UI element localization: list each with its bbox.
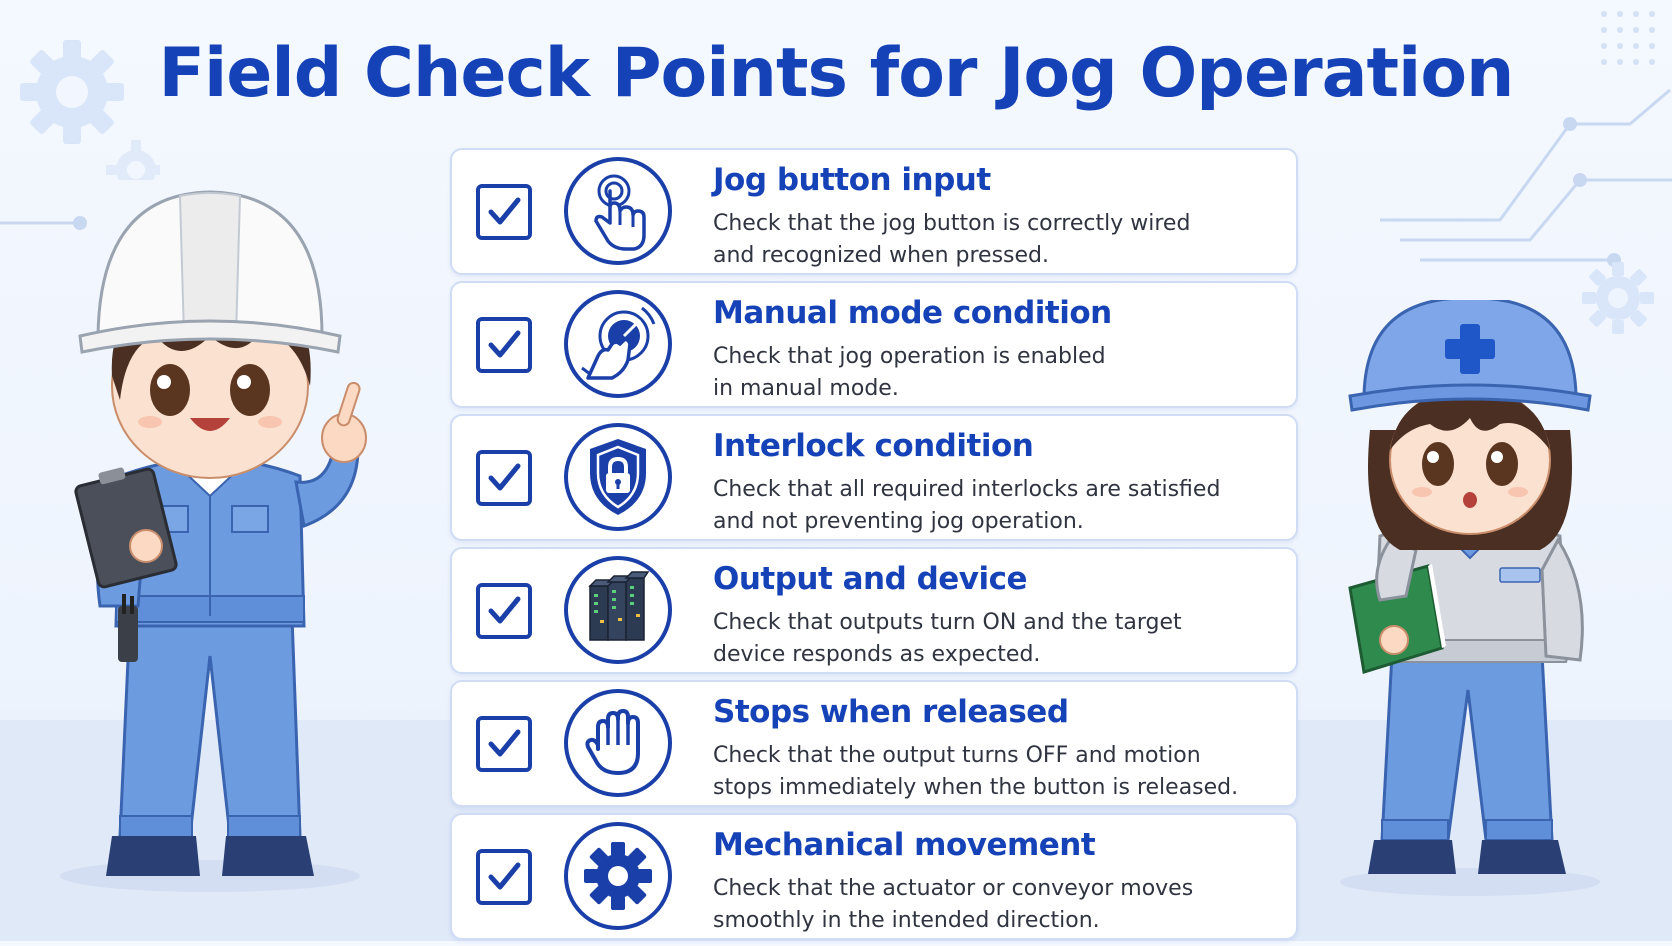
item-description: Check that jog operation is enabled in m… bbox=[713, 341, 1273, 405]
background-gear-right-icon bbox=[1582, 262, 1654, 334]
item-description-line: Check that the output turns OFF and moti… bbox=[713, 743, 1201, 768]
item-description: Check that the jog button is correctly w… bbox=[713, 208, 1273, 272]
item-description-line: Check that the actuator or conveyor move… bbox=[713, 876, 1194, 901]
gear-icon bbox=[564, 822, 672, 930]
item-title: Stops when released bbox=[713, 694, 1069, 730]
item-description-line: device responds as expected. bbox=[713, 642, 1041, 667]
item-description-line: and recognized when pressed. bbox=[713, 243, 1049, 268]
checkbox-checked-icon[interactable] bbox=[476, 849, 532, 905]
item-description-line: Check that jog operation is enabled bbox=[713, 344, 1106, 369]
female-worker-illustration bbox=[1340, 300, 1600, 896]
item-description-line: in manual mode. bbox=[713, 376, 899, 401]
item-description-line: stops immediately when the button is rel… bbox=[713, 775, 1239, 800]
check-item-interlock-condition: Interlock condition Check that all requi… bbox=[450, 414, 1298, 541]
finger-press-icon bbox=[564, 157, 672, 265]
check-item-output-and-device: Output and device Check that outputs tur… bbox=[450, 547, 1298, 674]
page-title: Field Check Points for Jog Operation bbox=[158, 34, 1515, 113]
background-gear-icon bbox=[20, 40, 160, 180]
checklist: Jog button input Check that the jog butt… bbox=[450, 148, 1298, 946]
item-description: Check that the actuator or conveyor move… bbox=[713, 873, 1273, 937]
background-circuit-lines-left bbox=[0, 216, 87, 230]
item-title: Manual mode condition bbox=[713, 295, 1112, 331]
item-description-line: Check that all required interlocks are s… bbox=[713, 477, 1221, 502]
hand-turning-dial-icon bbox=[564, 290, 672, 398]
checkbox-checked-icon[interactable] bbox=[476, 583, 532, 639]
checkbox-checked-icon[interactable] bbox=[476, 450, 532, 506]
checkbox-checked-icon[interactable] bbox=[476, 317, 532, 373]
item-description: Check that all required interlocks are s… bbox=[713, 474, 1273, 538]
item-title: Interlock condition bbox=[713, 428, 1034, 464]
item-description: Check that the output turns OFF and moti… bbox=[713, 740, 1273, 804]
io-module-icon bbox=[564, 556, 672, 664]
background-dot-grid bbox=[1601, 11, 1655, 65]
check-item-mechanical-movement: Mechanical movement Check that the actua… bbox=[450, 813, 1298, 940]
stop-hand-icon bbox=[564, 689, 672, 797]
item-title: Mechanical movement bbox=[713, 827, 1096, 863]
shield-lock-icon bbox=[564, 423, 672, 531]
item-description-line: smoothly in the intended direction. bbox=[713, 908, 1100, 933]
item-title: Output and device bbox=[713, 561, 1028, 597]
item-description-line: Check that the jog button is correctly w… bbox=[713, 211, 1191, 236]
male-worker-illustration bbox=[60, 190, 367, 892]
item-description: Check that outputs turn ON and the targe… bbox=[713, 607, 1273, 671]
item-description-line: and not preventing jog operation. bbox=[713, 509, 1084, 534]
item-description-line: Check that outputs turn ON and the targe… bbox=[713, 610, 1182, 635]
checkbox-checked-icon[interactable] bbox=[476, 716, 532, 772]
check-item-manual-mode-condition: Manual mode condition Check that jog ope… bbox=[450, 281, 1298, 408]
item-title: Jog button input bbox=[713, 162, 991, 198]
checkbox-checked-icon[interactable] bbox=[476, 184, 532, 240]
check-item-stops-when-released: Stops when released Check that the outpu… bbox=[450, 680, 1298, 807]
check-item-jog-button-input: Jog button input Check that the jog butt… bbox=[450, 148, 1298, 275]
background-circuit-lines bbox=[1380, 88, 1672, 267]
